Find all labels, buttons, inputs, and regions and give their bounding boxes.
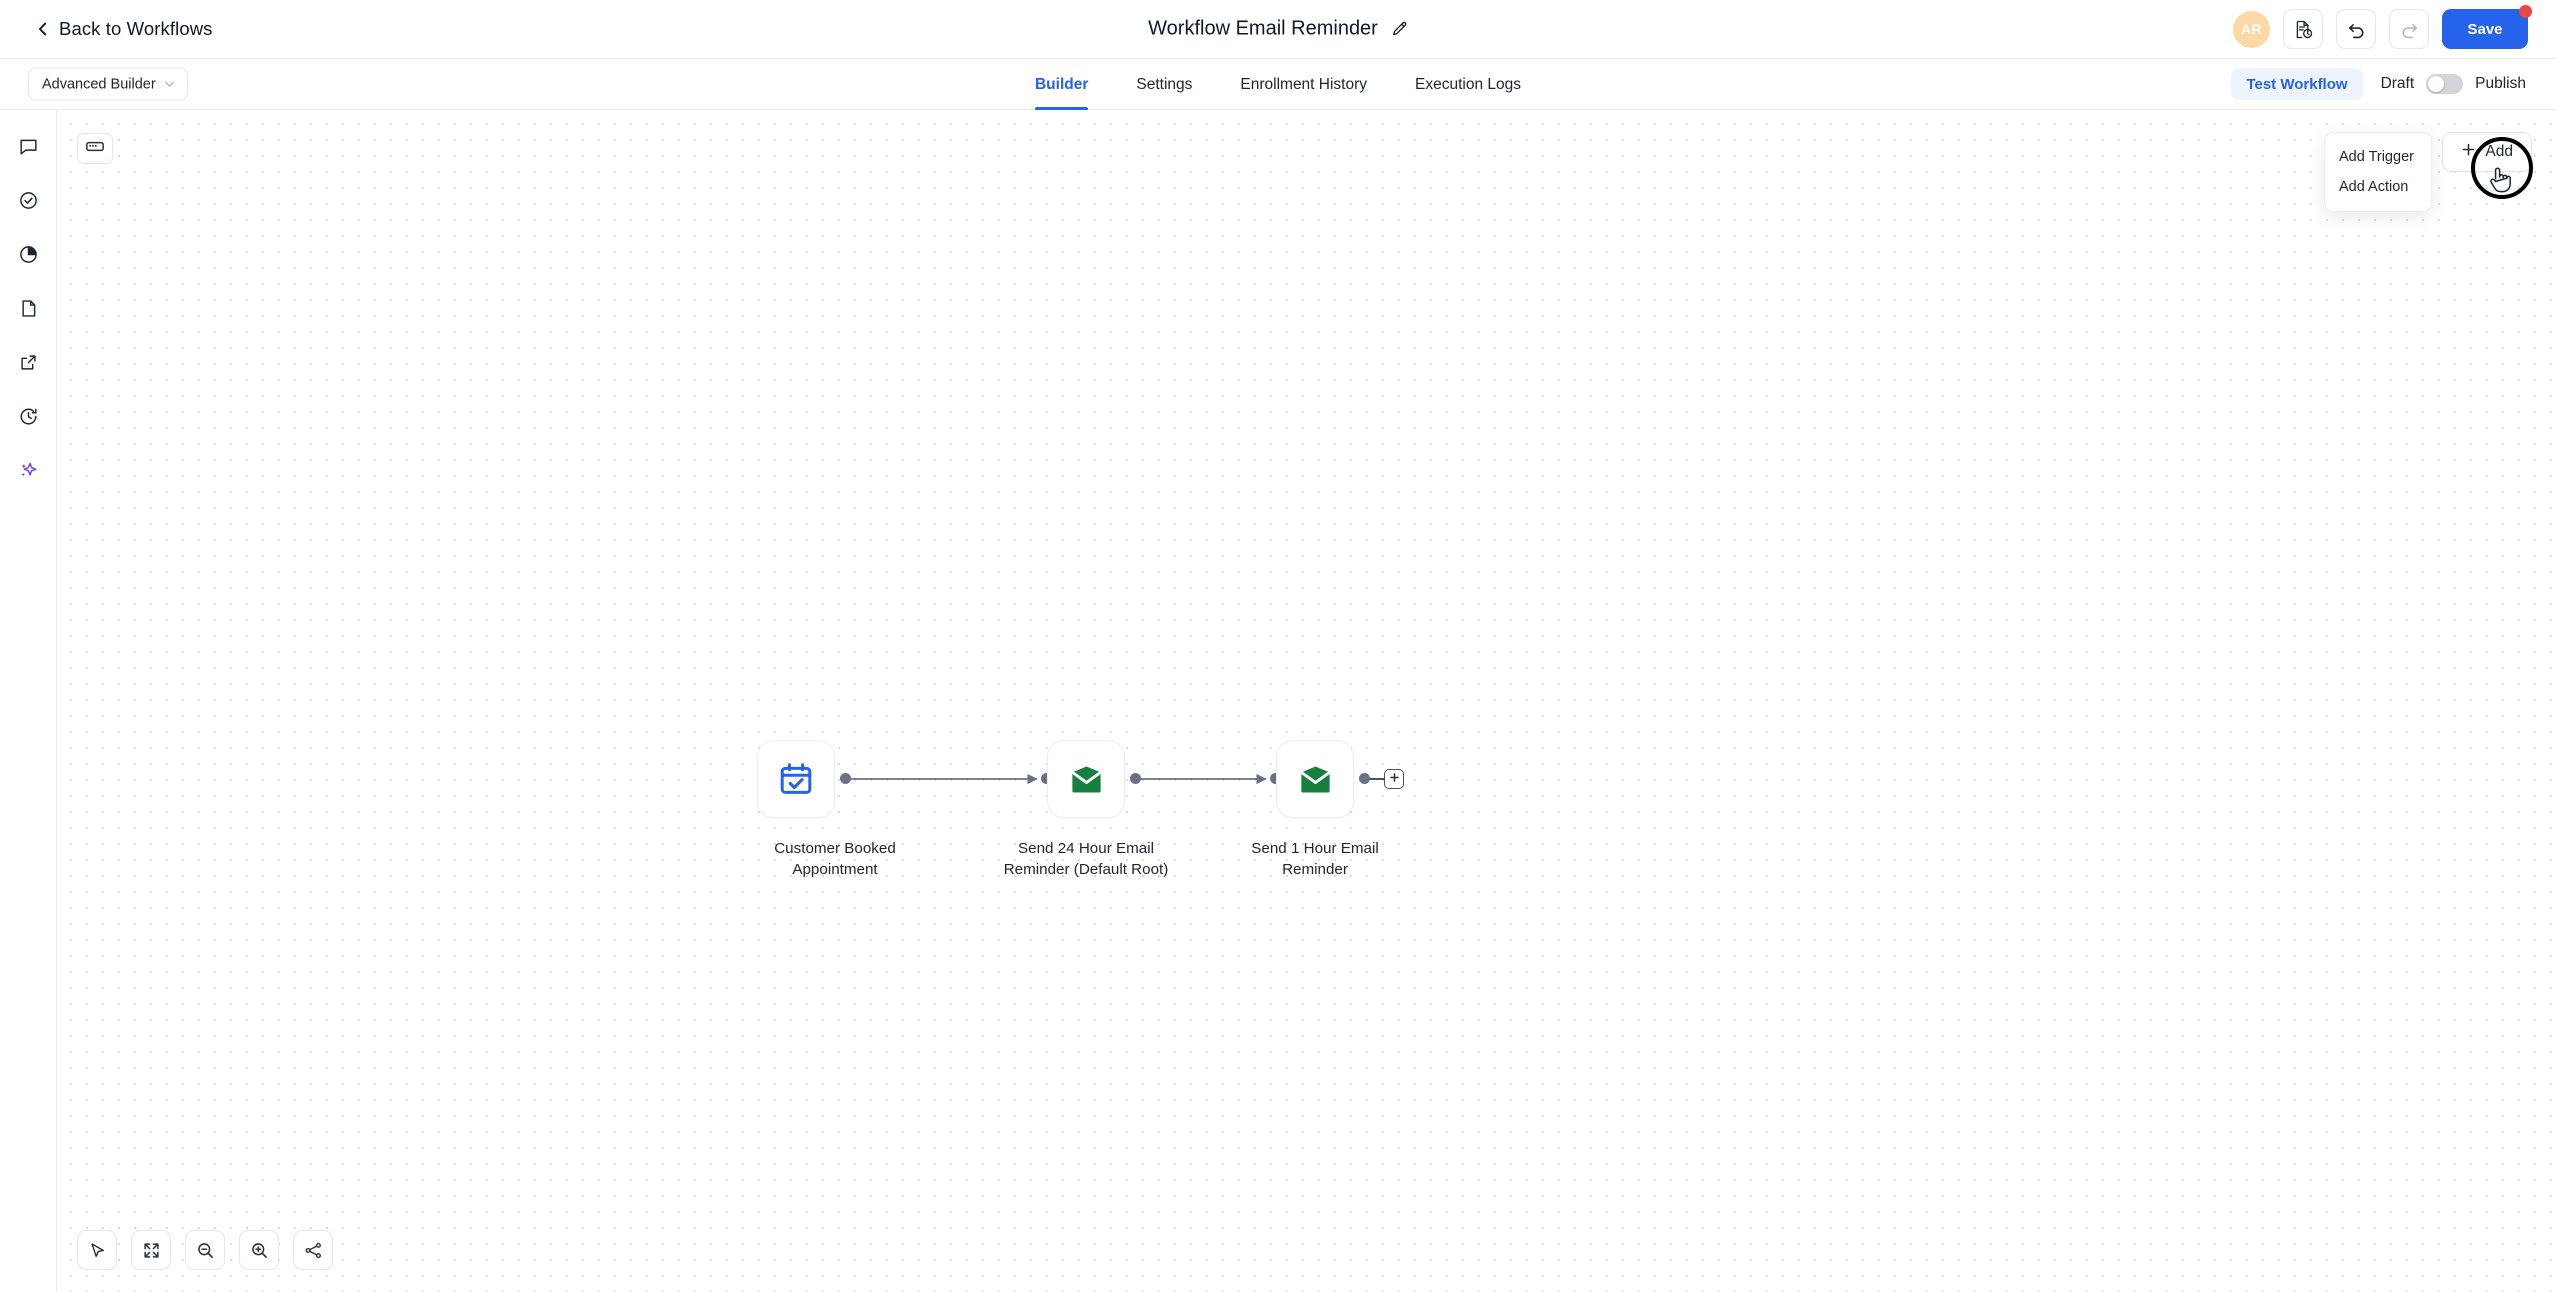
chevron-down-icon [163, 78, 176, 91]
publish-label: Publish [2475, 75, 2526, 92]
top-bar-actions: AR [2233, 5, 2532, 49]
test-workflow-button[interactable]: Test Workflow [2231, 68, 2363, 100]
add-button[interactable]: Add [2442, 132, 2532, 172]
tab-builder[interactable]: Builder [1011, 59, 1112, 110]
connector-edges [846, 773, 1384, 785]
minimap-icon [85, 139, 105, 159]
clock-history-icon [18, 406, 39, 427]
fit-to-screen-button[interactable] [131, 1230, 171, 1270]
workflow-node-label: Customer Booked Appointment [774, 840, 896, 878]
pie-chart-icon [18, 244, 39, 265]
page-title: Workflow Email Reminder [1148, 17, 1378, 40]
undo-button[interactable] [2336, 9, 2376, 49]
minimap-toggle-button[interactable] [77, 133, 113, 164]
left-sidebar [0, 110, 57, 1292]
plus-icon [2461, 142, 2476, 162]
workflow-node-trigger[interactable] [757, 740, 835, 818]
node-input-port[interactable] [1041, 773, 1052, 784]
sidebar-item-comments[interactable] [8, 126, 48, 166]
external-link-icon [18, 352, 39, 373]
save-button[interactable]: Save [2442, 5, 2532, 49]
workflow-node-label: Send 1 Hour Email Reminder [1251, 840, 1379, 878]
sidebar-item-analytics[interactable] [8, 234, 48, 274]
unsaved-changes-badge [2519, 5, 2532, 18]
hierarchy-icon [304, 1241, 323, 1260]
top-bar: Back to Workflows Workflow Email Reminde… [0, 0, 2556, 59]
add-button-label: Add [2485, 143, 2513, 160]
canvas-toolbar [77, 1230, 333, 1270]
node-output-port[interactable] [1359, 773, 1370, 784]
workflow-graph: Customer Booked Appointment Send 24 Hour… [57, 110, 2556, 1292]
sparkles-icon [18, 460, 39, 481]
tab-settings[interactable]: Settings [1136, 75, 1193, 93]
builder-mode-label: Advanced Builder [42, 76, 156, 92]
cursor-select-icon [88, 1241, 107, 1260]
main-tabs: Builder Settings Enrollment History Exec… [1011, 59, 1545, 110]
redo-icon [2399, 19, 2420, 40]
back-to-workflows-label: Back to Workflows [59, 18, 213, 39]
chevron-left-icon [36, 22, 50, 36]
workflow-node-label: Send 24 Hour Email Reminder (Default Roo… [1003, 840, 1169, 878]
chat-bubble-icon [18, 136, 39, 157]
workflow-node-send-24-hour-email[interactable] [1047, 740, 1125, 818]
plus-icon [1389, 770, 1400, 788]
save-button-label: Save [2467, 20, 2503, 38]
builder-mode-select[interactable]: Advanced Builder [28, 67, 188, 101]
sidebar-item-ai-assistant[interactable] [8, 450, 48, 490]
workflow-canvas[interactable]: Customer Booked Appointment Send 24 Hour… [57, 110, 2556, 1292]
sidebar-item-open-external[interactable] [8, 342, 48, 382]
sidebar-item-history[interactable] [8, 396, 48, 436]
add-step-button[interactable] [1384, 769, 1404, 789]
node-input-port[interactable] [1270, 773, 1281, 784]
node-output-port[interactable] [1130, 773, 1141, 784]
document-clock-icon [2293, 19, 2314, 40]
version-history-button[interactable] [2283, 9, 2323, 49]
auto-layout-button[interactable] [293, 1230, 333, 1270]
workflow-node-send-1-hour-email[interactable] [1276, 740, 1354, 818]
check-circle-icon [18, 190, 39, 211]
zoom-in-icon [250, 1241, 269, 1260]
undo-icon [2346, 19, 2367, 40]
sub-bar: Advanced Builder Builder Settings Enroll… [0, 59, 2556, 110]
fit-screen-icon [142, 1241, 161, 1260]
zoom-in-button[interactable] [239, 1230, 279, 1270]
draft-label: Draft [2380, 75, 2415, 92]
menu-item-add-trigger[interactable]: Add Trigger [2339, 149, 2414, 165]
publish-toggle-group: Draft Publish [2381, 74, 2526, 94]
redo-button[interactable] [2389, 9, 2429, 49]
pencil-icon[interactable] [1391, 21, 1408, 38]
document-icon [18, 298, 39, 319]
calendar-check-icon [779, 762, 813, 796]
email-envelope-icon [1070, 765, 1103, 794]
email-envelope-icon [1299, 765, 1332, 794]
select-tool-button[interactable] [77, 1230, 117, 1270]
zoom-out-icon [196, 1241, 215, 1260]
avatar[interactable]: AR [2233, 10, 2270, 48]
sidebar-item-tasks[interactable] [8, 180, 48, 220]
zoom-out-button[interactable] [185, 1230, 225, 1270]
publish-toggle[interactable] [2426, 74, 2464, 94]
menu-item-add-action[interactable]: Add Action [2339, 179, 2409, 195]
workflow-title-group: Workflow Email Reminder [1148, 18, 1408, 41]
tab-execution-logs[interactable]: Execution Logs [1415, 75, 1522, 93]
sidebar-item-documents[interactable] [8, 288, 48, 328]
add-menu: Add Trigger Add Action [2324, 132, 2432, 212]
toggle-knob [2428, 76, 2445, 92]
back-to-workflows-link[interactable]: Back to Workflows [36, 18, 213, 40]
node-output-port[interactable] [840, 773, 851, 784]
sub-bar-actions: Test Workflow Draft Publish [2231, 68, 2526, 100]
tab-enrollment-history[interactable]: Enrollment History [1240, 75, 1368, 93]
